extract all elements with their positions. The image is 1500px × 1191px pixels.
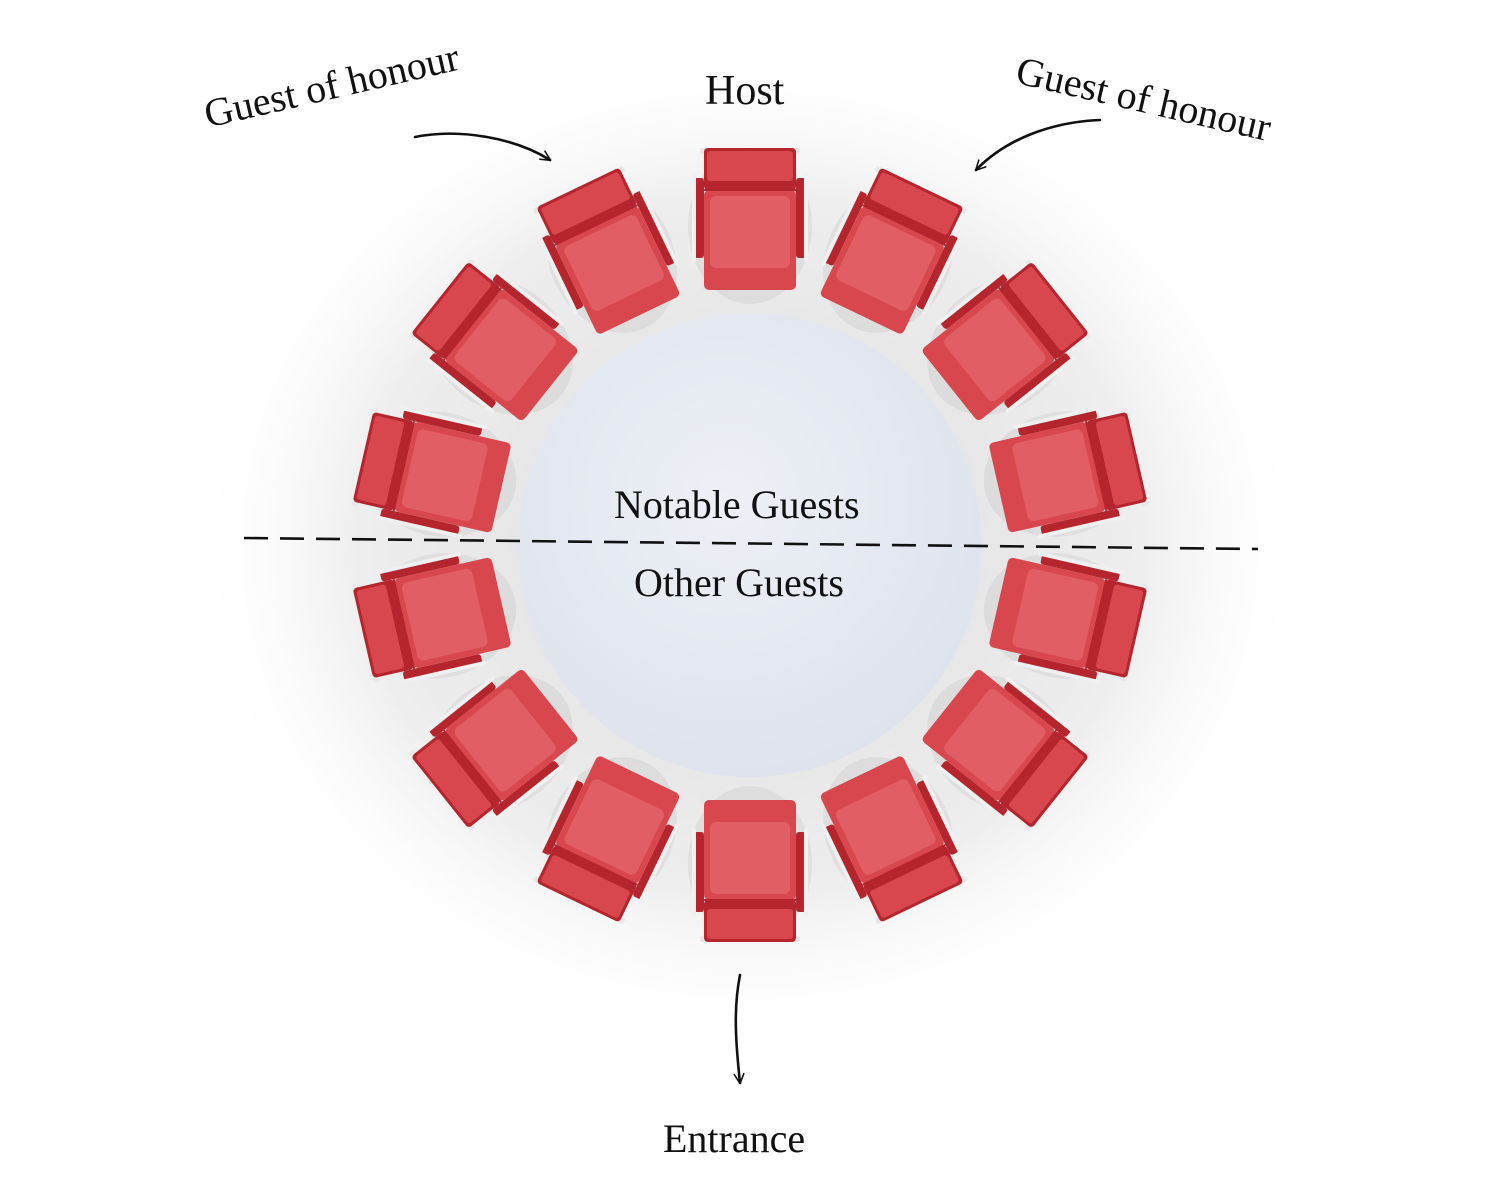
arrow-entrance xyxy=(733,973,745,1085)
chair xyxy=(917,259,1091,426)
chair-host xyxy=(688,148,812,304)
chair xyxy=(815,166,967,339)
round-table xyxy=(518,313,982,777)
notable-guests-label: Notable Guests xyxy=(614,482,860,527)
chair xyxy=(983,551,1148,684)
host-label: Host xyxy=(705,68,785,114)
chair xyxy=(688,786,812,942)
chair xyxy=(352,406,517,539)
entrance-label: Entrance xyxy=(663,1116,806,1161)
other-guests-label: Other Guests xyxy=(634,560,844,605)
chair xyxy=(352,551,517,684)
chairs xyxy=(352,148,1148,942)
chair xyxy=(917,664,1091,831)
arrow-guest-of-honour-left xyxy=(413,132,552,162)
chair xyxy=(409,664,583,831)
chair xyxy=(983,406,1148,539)
chair xyxy=(815,751,967,924)
arrow-guest-of-honour-right xyxy=(974,118,1102,172)
divider-dashed-line xyxy=(243,536,1259,551)
chair xyxy=(409,259,583,426)
chair xyxy=(533,166,685,339)
chair xyxy=(533,751,685,924)
